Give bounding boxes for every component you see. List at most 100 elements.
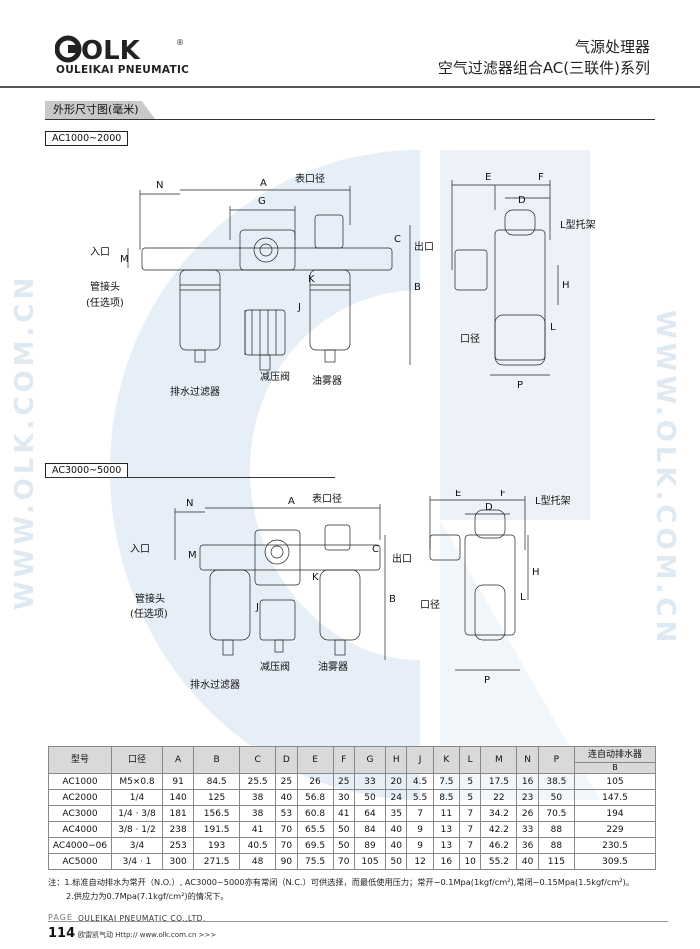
- dim2-F: F: [500, 490, 506, 499]
- table-cell: 7.5: [432, 773, 461, 790]
- dim-C: C: [394, 234, 401, 245]
- th-model: 型号: [48, 746, 112, 774]
- section-title: 外形尺寸图(毫米): [45, 101, 155, 119]
- table-cell: 3/4: [111, 837, 163, 854]
- callout-outlet: 出口: [414, 240, 434, 253]
- note-line2: 2.供应力为0.7Mpa(7.1kgf/cm²)的情况下。: [66, 891, 229, 901]
- table-cell: 38: [239, 789, 277, 806]
- table-cell: 34.2: [480, 805, 518, 822]
- footer-company: OULEIKAI PNEUMATIC CO.,LTD.: [78, 914, 206, 923]
- callout2-inlet: 入口: [130, 544, 150, 555]
- callout2-drain-filter: 排水过滤器: [190, 678, 240, 691]
- table-cell: 70: [332, 853, 355, 870]
- dim2-N: N: [186, 498, 193, 509]
- table-cell: 41: [332, 805, 355, 822]
- brand-subtitle: OULEIKAI PNEUMATIC: [56, 64, 190, 76]
- dim2-B: B: [389, 594, 396, 605]
- dim-P: P: [517, 380, 523, 391]
- table-cell: 3/8 · 1/2: [111, 821, 163, 838]
- table-cell: 64: [353, 805, 387, 822]
- dim-H: H: [562, 280, 570, 291]
- table-cell: 90: [275, 853, 298, 870]
- table-cell: 140: [161, 789, 195, 806]
- drawing2-dimension-diagram: N A M C B J K E F D H L P 入口 表口径 出口 管接头 …: [130, 490, 571, 691]
- note-line1: 注：1.标准自动排水为常开（N.O.）, AC3000~5000亦有常闭（N.C…: [48, 877, 634, 887]
- table-cell: 40.5: [239, 837, 277, 854]
- table-cell: 13: [432, 837, 461, 854]
- drawing1-dimension-diagram: N A G M C B J K E F D H L P 入口 表口径 出口 管接…: [86, 172, 596, 398]
- footer-divider: [48, 921, 668, 922]
- table-cell: 7: [459, 821, 482, 838]
- footer-page-number: 114: [48, 926, 76, 941]
- table-cell: 191.5: [193, 821, 241, 838]
- section-divider: [45, 119, 655, 120]
- header-title-line2: 空气过滤器组合AC(三联件)系列: [437, 59, 650, 77]
- callout-drain-filter: 排水过滤器: [170, 385, 220, 398]
- th-F: F: [332, 746, 355, 774]
- table-cell: 7: [459, 837, 482, 854]
- table-cell: 46.2: [480, 837, 518, 854]
- callout2-outlet: 出口: [392, 552, 412, 565]
- table-cell: 5.5: [406, 789, 434, 806]
- table-cell: 30: [332, 789, 355, 806]
- callout-inlet: 入口: [90, 247, 110, 258]
- table-cell: 194: [574, 805, 656, 822]
- table-cell: 13: [432, 821, 461, 838]
- table-cell: 17.5: [480, 773, 518, 790]
- table-cell: 91: [161, 773, 195, 790]
- table-cell: 7: [406, 805, 434, 822]
- table-cell: 40: [516, 853, 539, 870]
- table-cell: 53: [275, 805, 298, 822]
- svg-text:OLK: OLK: [81, 36, 141, 63]
- table-cell: 70: [275, 821, 298, 838]
- table-cell: 115: [537, 853, 576, 870]
- table-cell: 88: [537, 821, 576, 838]
- th-P: P: [537, 746, 576, 774]
- th-H: H: [385, 746, 408, 774]
- table-cell: 156.5: [193, 805, 241, 822]
- table-cell: 4.5: [406, 773, 434, 790]
- table-cell: 181: [161, 805, 195, 822]
- dim2-D: D: [485, 502, 493, 513]
- table-cell: 88: [537, 837, 576, 854]
- table-cell: 23: [516, 789, 539, 806]
- table-cell: 271.5: [193, 853, 241, 870]
- table-cell: 3/4 · 1: [111, 853, 163, 870]
- table-cell: 40: [275, 789, 298, 806]
- table-cell: 56.8: [296, 789, 334, 806]
- th-L: L: [459, 746, 482, 774]
- dim-N: N: [156, 180, 163, 191]
- table-cell: 5: [459, 789, 482, 806]
- dim2-J: J: [255, 602, 259, 613]
- table-cell: 50: [353, 789, 387, 806]
- table-cell: 35: [385, 805, 408, 822]
- table-cell: 5: [459, 773, 482, 790]
- dim-F: F: [538, 172, 544, 183]
- dim-B: B: [414, 282, 421, 293]
- th-B: B: [193, 746, 241, 774]
- watermark-text-right: WWW.OLK.COM.CN: [650, 310, 680, 647]
- table-cell: 26: [296, 773, 334, 790]
- th-M: M: [480, 746, 518, 774]
- table-cell: 147.5: [574, 789, 656, 806]
- spec-table: 型号 口径 A B C D E F G H J K L M N P 连自动排水器…: [48, 746, 656, 870]
- table-cell: 309.5: [574, 853, 656, 870]
- table-cell: 65.5: [296, 821, 334, 838]
- table-cell: 50: [537, 789, 576, 806]
- cell-model: AC1000: [48, 773, 112, 790]
- callout-pipe-joint: 管接头: [90, 280, 120, 293]
- callout2-l-bracket: L型托架: [535, 494, 571, 507]
- table-cell: 238: [161, 821, 195, 838]
- table-cell: 24: [385, 789, 408, 806]
- dim-A: A: [260, 178, 267, 189]
- table-cell: 40: [385, 837, 408, 854]
- table-cell: 38: [239, 805, 277, 822]
- callout2-optional: (任选项): [130, 607, 168, 620]
- callout2-port-size: 口径: [420, 598, 440, 611]
- table-cell: 193: [193, 837, 241, 854]
- table-cell: 42.2: [480, 821, 518, 838]
